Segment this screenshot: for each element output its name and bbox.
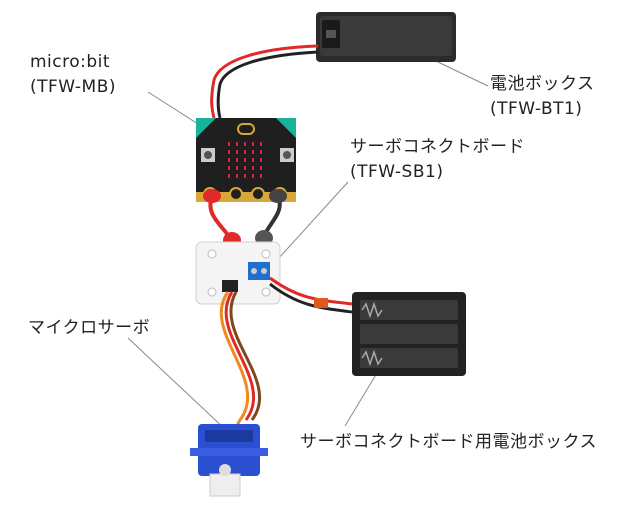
led <box>244 150 246 154</box>
label-servo-board: サーボコネクトボード (TFW-SB1) <box>350 137 525 182</box>
wire-battery-red <box>210 44 319 119</box>
led <box>228 166 230 170</box>
led <box>260 174 262 178</box>
servo-cable-brown <box>229 291 261 421</box>
label-servo-battery-box: サーボコネクトボード用電池ボックス <box>300 432 597 452</box>
black-clip-top <box>269 189 287 203</box>
led <box>260 158 262 162</box>
led <box>260 166 262 170</box>
microbit-board <box>196 118 296 202</box>
label-microbit: micro:bit (TFW-MB) <box>30 52 117 97</box>
led <box>244 166 246 170</box>
led <box>236 174 238 178</box>
label-micro-servo: マイクロサーボ <box>28 318 151 338</box>
led <box>228 174 230 178</box>
wire-servo-battery-black <box>269 282 353 314</box>
led <box>236 158 238 162</box>
led <box>236 166 238 170</box>
led <box>228 150 230 154</box>
led <box>260 142 262 146</box>
micro-servo <box>190 424 268 497</box>
leader-line-servo-board <box>267 181 349 271</box>
servo-battery-box <box>352 292 466 376</box>
led <box>244 174 246 178</box>
led <box>228 158 230 162</box>
led <box>252 174 254 178</box>
wire-servo-battery-red <box>269 276 353 306</box>
led-matrix <box>228 142 262 178</box>
red-clip-top <box>203 189 221 203</box>
led <box>260 150 262 154</box>
led <box>252 150 254 154</box>
wire-connector <box>314 298 328 308</box>
led <box>252 158 254 162</box>
led <box>236 150 238 154</box>
led <box>244 158 246 162</box>
battery-box-tfw-bt1 <box>316 12 456 62</box>
led <box>252 142 254 146</box>
led <box>244 142 246 146</box>
servo-cable-red <box>224 291 255 421</box>
wire-battery-black <box>216 50 319 119</box>
led <box>252 166 254 170</box>
led <box>228 142 230 146</box>
label-battery-box: 電池ボックス (TFW-BT1) <box>490 74 595 119</box>
led <box>236 142 238 146</box>
servo-connect-board-tfw-sb1 <box>195 241 281 305</box>
leader-line-servo <box>127 337 227 431</box>
